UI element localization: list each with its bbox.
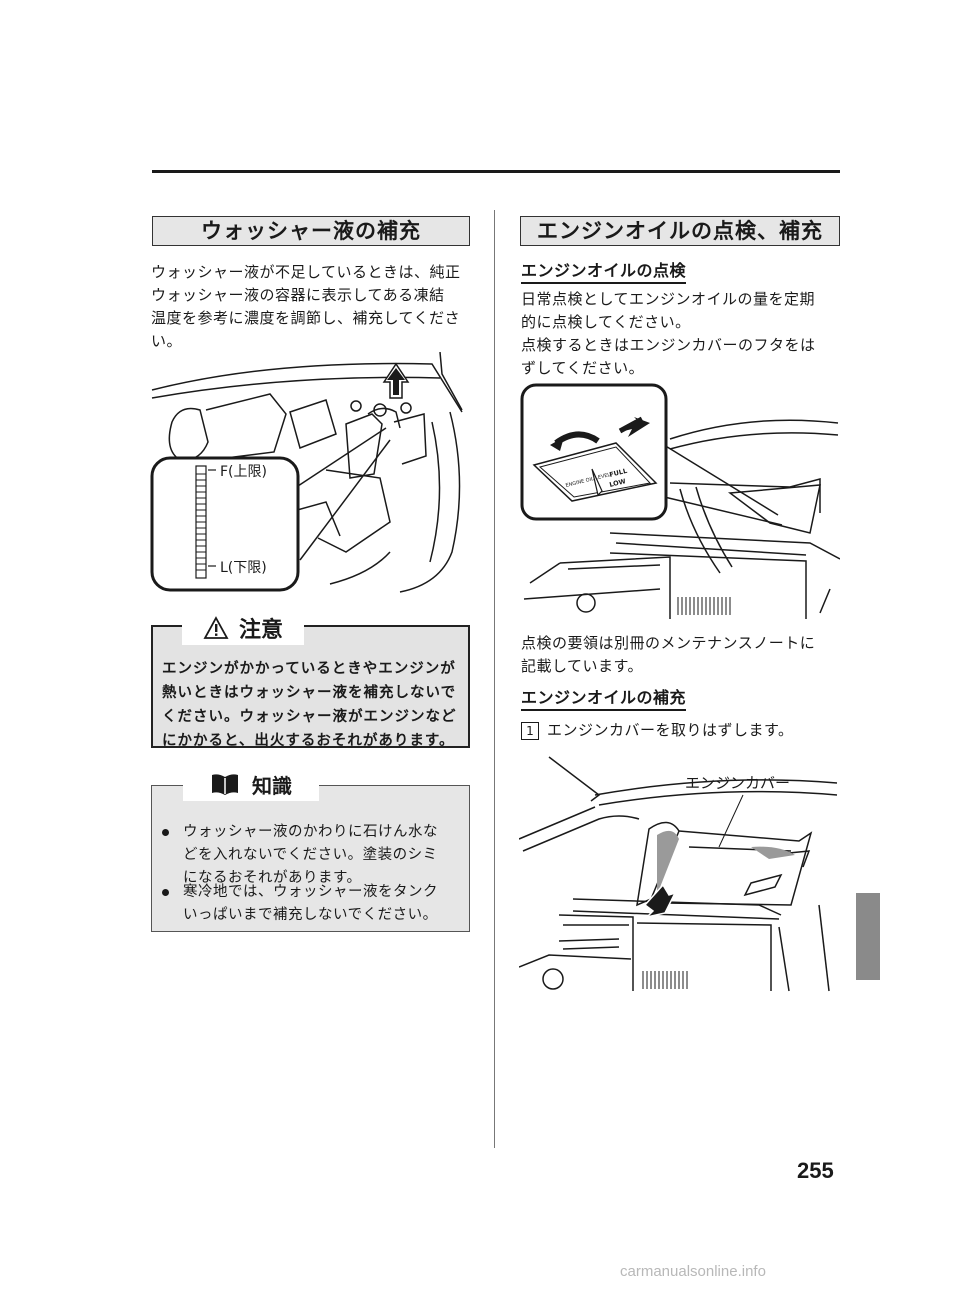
washer-line-1: ウォッシャー液が不足しているときは、純正 xyxy=(151,263,461,281)
oil-note-line-2: 記載しています。 xyxy=(521,657,644,675)
caution-title: 注意 xyxy=(238,618,283,643)
knowledge-item-2-line-2: いっぱいまで補充しないでください。 xyxy=(183,907,438,923)
caution-text: エンジンがかかっているときやエンジンが 熱いときはウォッシャー液を補充しないで … xyxy=(162,657,462,753)
knowledge-title: 知識 xyxy=(252,773,292,798)
caution-line-4: にかかると、出火するおそれがあります。 xyxy=(162,733,455,749)
oil-note-paragraph: 点検の要領は別冊のメンテナンスノートに 記載しています。 xyxy=(521,632,843,678)
dipstick-low-label: LOW xyxy=(609,477,627,489)
knowledge-item-1-line-3: になるおそれがあります。 xyxy=(183,870,362,886)
gauge-f-label: F(上限) xyxy=(220,464,267,480)
knowledge-header: 知識 xyxy=(183,767,319,801)
oil-check-line-4: ずしてください。 xyxy=(521,359,645,377)
oil-section-header: エンジンオイルの点検、補充 xyxy=(520,216,840,246)
caution-header: 注意 xyxy=(182,611,304,645)
caution-box xyxy=(151,625,470,748)
caution-line-1: エンジンがかかっているときやエンジンが xyxy=(162,661,456,677)
bullet-dot xyxy=(162,889,169,896)
watermark: carmanualsonline.info xyxy=(620,1263,766,1280)
knowledge-item-1-line-1: ウォッシャー液のかわりに石けん水な xyxy=(183,824,438,840)
oil-check-line-2: 的に点検してください。 xyxy=(521,313,691,331)
caution-line-2: 熱いときはウォッシャー液を補充しないで xyxy=(162,685,457,701)
column-divider xyxy=(494,210,495,1148)
oil-note-line-1: 点検の要領は別冊のメンテナンスノートに xyxy=(521,634,816,652)
oil-fill-subtitle: エンジンオイルの補充 xyxy=(521,688,687,711)
page-number: 255 xyxy=(797,1158,834,1183)
book-icon xyxy=(212,774,238,795)
oil-check-line-1: 日常点検としてエンジンオイルの量を定期 xyxy=(521,290,816,308)
washer-section-header: ウォッシャー液の補充 xyxy=(152,216,470,246)
washer-line-2: ウォッシャー液の容器に表示してある凍結 xyxy=(151,286,445,304)
washer-line-3: 温度を参考に濃度を調節し、補充してくださ xyxy=(151,309,461,327)
washer-tank-illustration: F(上限) L(下限) xyxy=(150,352,463,593)
oil-check-line-3: 点検するときはエンジンカバーのフタをは xyxy=(521,336,816,354)
knowledge-item-1: ウォッシャー液のかわりに石けん水な どを入れないでください。塗装のシミ になるお… xyxy=(162,821,462,890)
engine-cover-label: エンジンカバー xyxy=(685,774,790,792)
bullet-dot xyxy=(162,829,169,836)
caution-line-3: ください。ウォッシャー液がエンジンなど xyxy=(162,709,457,725)
washer-line-4: い。 xyxy=(151,332,183,350)
warning-icon xyxy=(203,616,229,639)
step-number: 1 xyxy=(521,722,539,740)
top-rule xyxy=(152,170,840,173)
chapter-tab xyxy=(856,893,880,980)
gauge-l-label: L(下限) xyxy=(220,560,267,576)
oil-check-subtitle: エンジンオイルの点検 xyxy=(521,261,687,284)
dipstick-illustration: FULL LOW ENGINE OIL LEVEL xyxy=(520,383,840,619)
knowledge-item-2: 寒冷地では、ウォッシャー液をタンク いっぱいまで補充しないでください。 xyxy=(162,881,462,927)
knowledge-item-1-line-2: どを入れないでください。塗装のシミ xyxy=(183,847,438,863)
engine-cover-illustration: エンジンカバー xyxy=(519,756,838,992)
knowledge-item-2-line-1: 寒冷地では、ウォッシャー液をタンク xyxy=(183,884,438,900)
washer-paragraph: ウォッシャー液が不足しているときは、純正 ウォッシャー液の容器に表示してある凍結… xyxy=(151,261,473,353)
oil-check-paragraph: 日常点検としてエンジンオイルの量を定期 的に点検してください。 点検するときはエ… xyxy=(521,288,843,380)
step-text: エンジンカバーを取りはずします。 xyxy=(547,721,794,739)
